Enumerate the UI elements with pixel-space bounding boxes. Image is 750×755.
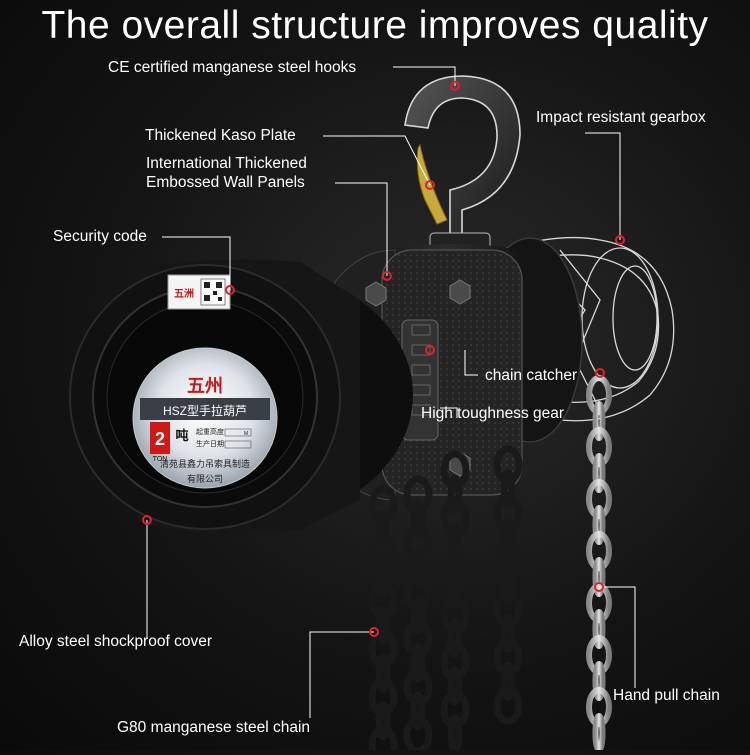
load-chain	[368, 445, 523, 755]
hand-chain-link	[592, 661, 606, 701]
load-chain-link	[375, 557, 391, 597]
load-chain-link	[447, 474, 463, 514]
hand-chain-link	[592, 453, 606, 493]
hand-chain-link	[592, 609, 606, 649]
leader-lines	[146, 66, 636, 718]
load-chain-link	[500, 613, 516, 653]
sticker-brand: 五洲	[174, 288, 194, 300]
load-chain-link	[368, 725, 398, 755]
load-chain-link	[500, 517, 516, 557]
hand-chain-link	[592, 557, 606, 597]
label-cover: Alloy steel shockproof cover	[19, 633, 212, 650]
load-chain-link	[500, 565, 516, 605]
plate-brand: 五州	[187, 376, 223, 396]
plate-capacity-ton: TON	[153, 456, 168, 463]
hand-chain	[586, 375, 612, 753]
hand-chain-link	[592, 401, 606, 441]
plate-field2: 生产日期	[196, 439, 224, 448]
label-hand-chain: Hand pull chain	[613, 687, 720, 704]
callout-markers	[142, 81, 625, 637]
load-chain-link	[410, 691, 426, 731]
load-chain-link	[410, 595, 426, 635]
load-chain-link	[375, 605, 391, 645]
hand-chain-link	[592, 713, 606, 753]
shockproof-cover	[69, 259, 413, 534]
label-chain-catcher: chain catcher	[485, 367, 578, 384]
load-chain-link	[447, 570, 463, 610]
load-chain-link	[410, 499, 426, 539]
label-wall-panels-line2: Embossed Wall Panels	[146, 174, 305, 191]
page-title: The overall structure improves quality	[41, 4, 709, 47]
label-kaso-plate: Thickened Kaso Plate	[145, 127, 296, 144]
load-chain-link	[375, 701, 391, 741]
label-load-chain: G80 manganese steel chain	[117, 719, 311, 736]
plate-capacity-unit: 吨	[175, 428, 188, 443]
plate-maker-line1: 清苑县鑫力吊索具制造	[160, 458, 250, 469]
load-chain-link	[410, 547, 426, 587]
label-security-code: Security code	[53, 228, 147, 245]
load-chain-link	[447, 714, 463, 754]
load-chain-link	[500, 469, 516, 509]
load-chain-link	[493, 685, 523, 725]
plate-field1: 起重高度	[196, 427, 224, 436]
steel-hook	[404, 75, 521, 252]
load-chain-link	[410, 643, 426, 683]
plate-model: HSZ型手拉葫芦	[163, 403, 247, 418]
label-gearbox: Impact resistant gearbox	[536, 109, 706, 126]
load-chain-link	[375, 509, 391, 549]
label-wall-panels-line1: International Thickened	[146, 155, 307, 172]
gearbox-outline	[499, 236, 675, 422]
plate-capacity-num: 2	[155, 429, 165, 449]
load-chain-link	[447, 618, 463, 658]
load-chain-link	[447, 522, 463, 562]
load-chain-link	[500, 661, 516, 701]
plate-maker-line2: 有限公司	[187, 473, 223, 484]
plate-field1-unit: M	[244, 431, 248, 437]
load-chain-link	[375, 653, 391, 693]
nameplate-text: 五州 HSZ型手拉葫芦 2 吨 TON 起重高度 M 生产日期 清苑县鑫力吊索具…	[153, 288, 252, 484]
label-gear: High toughness gear	[421, 405, 565, 422]
load-chain-link	[447, 666, 463, 706]
label-hooks: CE certified manganese steel hooks	[108, 59, 357, 76]
hand-chain-link	[592, 505, 606, 545]
